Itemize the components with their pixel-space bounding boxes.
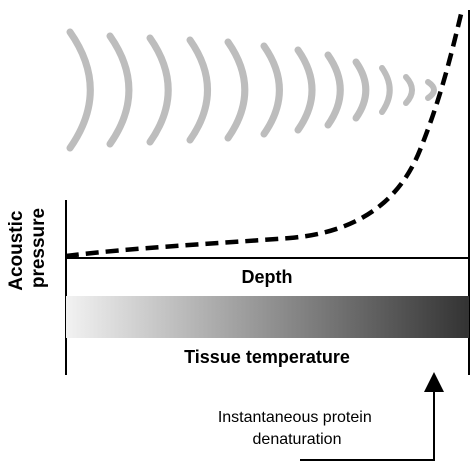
wavefront-arc (294, 46, 316, 134)
temperature-gradient-bar (66, 296, 469, 338)
wavefront-arc (66, 28, 94, 152)
ultrasound-wavefronts-icon (66, 28, 437, 152)
wavefront-arc (260, 42, 283, 138)
y-axis-label-line-1: Acoustic (6, 210, 27, 291)
annotation-text: Instantaneous protein denaturation (218, 409, 376, 448)
wavefront-arc (403, 74, 415, 106)
wavefront-arc (146, 34, 172, 146)
wavefront-arc (324, 51, 344, 129)
wavefront-arc (186, 36, 211, 144)
depth-label: Depth (242, 267, 293, 287)
y-axis-label-line-2: pressure (28, 208, 49, 288)
annotation-line-1: Instantaneous protein (218, 409, 372, 426)
wavefront-arc (106, 32, 133, 148)
annotation-line-2: denaturation (253, 431, 342, 448)
wavefront-arc (425, 79, 437, 101)
wavefront-arc (379, 65, 393, 115)
wavefront-arc (352, 58, 370, 122)
tissue-temperature-label: Tissue temperature (184, 347, 350, 367)
wavefront-arc (224, 38, 249, 142)
acoustic-pressure-curve (65, 9, 465, 259)
up-arrow-icon (300, 372, 444, 461)
y-axis-label: Acoustic pressure (6, 205, 49, 291)
